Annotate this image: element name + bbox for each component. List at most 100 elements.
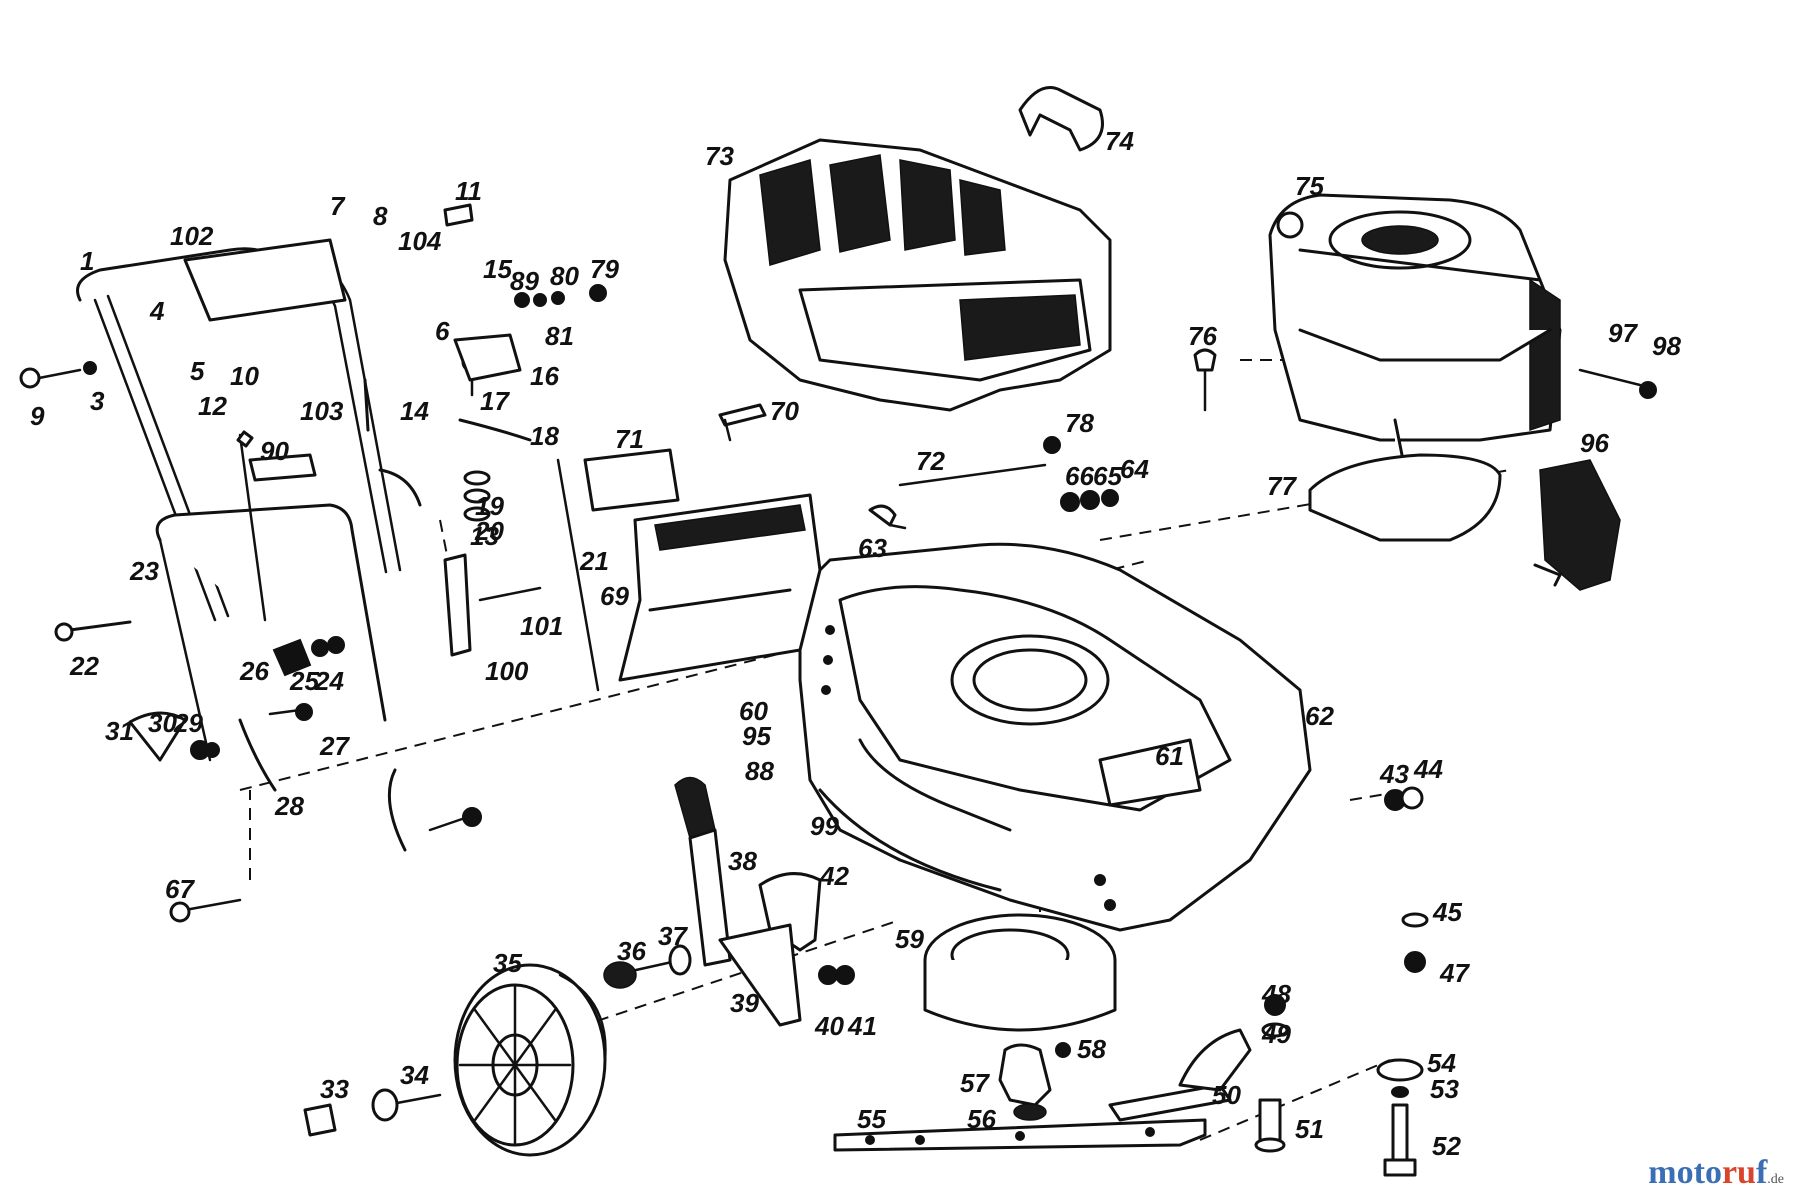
part-label-99: 99	[810, 811, 839, 841]
part-label-27: 27	[319, 731, 350, 761]
motoruf-watermark-logo: motoruf.de	[1648, 1154, 1784, 1191]
part-label-80: 80	[550, 261, 579, 291]
part-label-19: 19	[475, 491, 504, 521]
part-label-24: 24	[314, 666, 344, 696]
mulching-insert	[1108, 1028, 1252, 1122]
part-label-50: 50	[1212, 1080, 1241, 1110]
deck-hardware	[868, 436, 1119, 530]
part-label-101: 101	[520, 611, 563, 641]
engine	[1268, 193, 1562, 482]
engine-mount-plate	[1308, 453, 1502, 542]
part-label-37: 37	[658, 921, 688, 951]
part-label-89: 89	[510, 266, 539, 296]
part-label-48: 48	[1261, 979, 1291, 1009]
part-label-25: 25	[289, 666, 319, 696]
part-label-44: 44	[1413, 754, 1443, 784]
part-label-5: 5	[190, 356, 205, 386]
part-label-22: 22	[69, 651, 99, 681]
wheel-axle	[603, 944, 692, 989]
part-label-57: 57	[960, 1068, 990, 1098]
part-label-88: 88	[745, 756, 774, 786]
part-label-64: 64	[1120, 454, 1149, 484]
part-label-8: 8	[373, 201, 388, 231]
part-label-95: 95	[742, 721, 771, 751]
part-label-36: 36	[617, 936, 646, 966]
part-label-52: 52	[1432, 1131, 1461, 1161]
part-label-41: 41	[847, 1011, 877, 1041]
part-label-40: 40	[814, 1011, 844, 1041]
height-adjust-lever	[674, 776, 855, 1027]
blade-bolt-washers	[1376, 1058, 1424, 1177]
blade-hub	[998, 1042, 1071, 1121]
part-label-76: 76	[1188, 321, 1217, 351]
part-label-98: 98	[1652, 331, 1681, 361]
part-label-81: 81	[545, 321, 574, 351]
part-label-3: 3	[90, 386, 105, 416]
part-label-100: 100	[485, 656, 529, 686]
part-label-79: 79	[590, 254, 619, 284]
mower-deck	[798, 542, 1312, 932]
part-label-38: 38	[728, 846, 757, 876]
part-label-102: 102	[170, 221, 214, 251]
part-label-51: 51	[1295, 1114, 1324, 1144]
part-label-9: 9	[30, 401, 45, 431]
part-label-72: 72	[916, 446, 945, 476]
part-label-58: 58	[1077, 1034, 1106, 1064]
part-label-15: 15	[483, 254, 512, 284]
part-label-16: 16	[530, 361, 559, 391]
part-label-12: 12	[198, 391, 227, 421]
part-label-31: 31	[105, 716, 134, 746]
handle-assembly	[76, 238, 402, 762]
part-label-70: 70	[770, 396, 799, 426]
part-label-54: 54	[1427, 1048, 1456, 1078]
deck-washers	[1401, 912, 1429, 973]
part-label-18: 18	[530, 421, 559, 451]
part-label-49: 49	[1261, 1019, 1291, 1049]
label-plate	[583, 403, 767, 512]
part-label-63: 63	[858, 533, 887, 563]
part-label-21: 21	[579, 546, 609, 576]
part-label-103: 103	[300, 396, 344, 426]
part-label-29: 29	[173, 708, 203, 738]
part-label-11: 11	[455, 176, 482, 206]
part-label-71: 71	[615, 424, 644, 454]
part-label-34: 34	[400, 1060, 429, 1090]
starter-recoil	[1533, 459, 1621, 591]
part-label-77: 77	[1267, 471, 1297, 501]
part-label-78: 78	[1065, 408, 1094, 438]
part-label-74: 74	[1105, 126, 1134, 156]
blade-nuts	[1261, 994, 1289, 1038]
part-label-59: 59	[895, 924, 924, 954]
part-label-13: 13	[470, 521, 499, 551]
part-label-14: 14	[400, 396, 429, 426]
part-label-33: 33	[320, 1074, 349, 1104]
part-label-66: 66	[1065, 461, 1094, 491]
part-label-43: 43	[1379, 759, 1409, 789]
part-label-56: 56	[967, 1104, 996, 1134]
part-label-104: 104	[398, 226, 442, 256]
wheel-bolt	[303, 1088, 442, 1137]
part-label-73: 73	[705, 141, 734, 171]
part-label-7: 7	[330, 191, 346, 221]
part-label-67: 67	[165, 874, 195, 904]
part-label-6: 6	[435, 316, 450, 346]
part-label-55: 55	[857, 1104, 886, 1134]
grass-catcher	[723, 138, 1112, 412]
part-label-75: 75	[1295, 171, 1324, 201]
axle-nuts	[1384, 786, 1424, 811]
engine-hardware	[1193, 348, 1657, 412]
part-label-42: 42	[819, 861, 849, 891]
part-label-69: 69	[600, 581, 629, 611]
blade-adapter-ring	[923, 913, 1117, 1032]
part-label-39: 39	[730, 988, 759, 1018]
part-label-4: 4	[149, 296, 165, 326]
part-label-65: 65	[1093, 461, 1122, 491]
part-label-53: 53	[1430, 1074, 1459, 1104]
catcher-handle	[1018, 86, 1104, 152]
part-label-28: 28	[274, 791, 304, 821]
part-label-60: 60	[739, 696, 768, 726]
part-label-35: 35	[493, 948, 522, 978]
part-label-45: 45	[1432, 897, 1462, 927]
